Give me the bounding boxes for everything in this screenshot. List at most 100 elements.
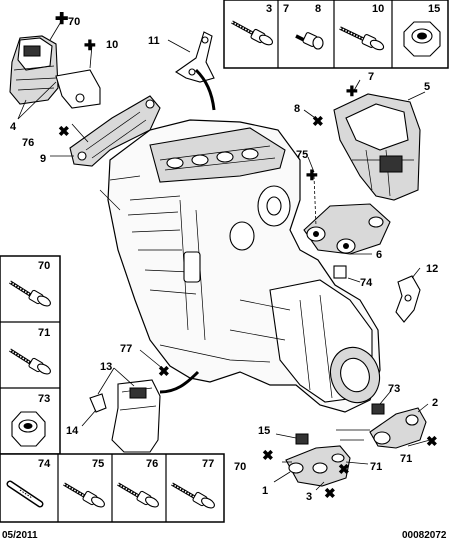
clip-part-14: [89, 393, 107, 413]
cross-marker-8: ✖: [312, 113, 324, 129]
top-fastener-panel: 3 7 8 10: [223, 0, 449, 69]
callout-labels: 70 10 11 4 76 9 7 5 8 75 6 74 12 77 13 1…: [10, 16, 438, 503]
callout-9: 9: [40, 153, 46, 165]
engine-mount-part-2: [369, 407, 427, 449]
svg-text:✖: ✖: [338, 461, 350, 477]
part-number-71: 71: [38, 327, 50, 339]
svg-text:✚: ✚: [84, 37, 96, 53]
svg-text:✚: ✚: [346, 83, 358, 99]
bolt-icon: [63, 482, 105, 508]
part-number-8: 8: [315, 3, 321, 15]
nut-part-73: [371, 403, 385, 415]
part-number-74: 74: [38, 458, 51, 470]
stud-icon: [6, 480, 44, 508]
svg-text:✖: ✖: [426, 433, 438, 449]
footer-date: 05/2011: [2, 530, 38, 541]
nut-part-15: [295, 433, 309, 445]
part-cell-75: 75: [63, 458, 105, 508]
part-cell-76: 76: [117, 458, 159, 508]
callout-1: 1: [262, 485, 268, 497]
callout-15: 15: [258, 425, 270, 437]
nut-flange-icon: [295, 32, 324, 50]
callout-71-mid: 71: [370, 461, 382, 473]
bolt-icon: [171, 482, 215, 509]
part-number-10: 10: [372, 3, 384, 15]
left-fastener-panel: 70 71 73: [0, 255, 61, 455]
callout-8: 8: [294, 103, 300, 115]
callout-70-bottom: 70: [234, 461, 246, 473]
bracket-part-12: [395, 275, 421, 323]
footer-reference: 00082072: [402, 530, 447, 541]
part-cell-73: 73: [11, 393, 50, 447]
bracket-part-10: [55, 69, 101, 109]
part-number-73: 73: [38, 393, 50, 405]
cross-marker-76: ✖: [58, 123, 70, 139]
part-number-70: 70: [38, 260, 50, 272]
callout-75: 75: [296, 149, 308, 161]
bracket-part-9: [69, 95, 161, 167]
heat-shield-part-13: [111, 379, 161, 453]
callout-77: 77: [120, 343, 132, 355]
hex-nut-icon: [403, 21, 441, 57]
fastener-cross-markers: ✚ ✚ ✖ ✚ ✖ ✚ ✖ ✖ ✖ ✖ ✖: [55, 11, 438, 501]
callout-13: 13: [100, 361, 112, 373]
callout-2: 2: [432, 397, 438, 409]
bottom-fastener-panel: 74 75 76: [0, 453, 225, 523]
part-cell-3: 3: [231, 3, 274, 46]
part-number-77: 77: [202, 458, 214, 470]
engine-mount-part-5: [333, 93, 421, 201]
callout-7: 7: [368, 71, 374, 83]
bolt-icon: [231, 20, 274, 46]
connector-shield-13: [159, 370, 200, 394]
cross-marker-77: ✖: [158, 363, 170, 379]
part-cell-77: 77: [171, 458, 215, 509]
cross-marker-71-right: ✖: [426, 433, 438, 449]
part-cell-15: 15: [403, 3, 441, 57]
hex-nut-icon: [11, 411, 46, 447]
bolt-icon: [9, 348, 51, 375]
callout-3: 3: [306, 491, 312, 503]
callout-70-top: 70: [68, 16, 80, 28]
bracket-part-1: [285, 445, 351, 487]
callout-10: 10: [106, 39, 118, 51]
bolt-icon: [9, 280, 51, 307]
callout-76: 76: [22, 137, 34, 149]
cross-marker-7: ✚: [346, 83, 358, 99]
part-cell-71: 71: [9, 327, 51, 375]
part-number-3: 3: [266, 3, 272, 15]
bracket-part-6: [303, 203, 391, 255]
part-number-7: 7: [283, 3, 289, 15]
callout-12: 12: [426, 263, 438, 275]
bolt-icon: [339, 26, 385, 51]
part-cell-7: 7: [283, 3, 324, 50]
callout-11: 11: [148, 35, 160, 47]
cross-marker-10: ✚: [84, 37, 96, 53]
callout-6: 6: [376, 249, 382, 261]
part-number-75: 75: [92, 458, 104, 470]
callout-73: 73: [388, 383, 400, 395]
engine-mount-part-4: [9, 35, 59, 105]
cross-marker-70-top: ✚: [55, 11, 68, 28]
svg-text:✚: ✚: [55, 11, 68, 28]
torque-arm-part-11: [174, 31, 215, 83]
connector-arm-11: [194, 68, 216, 111]
leader-lines: [17, 19, 431, 491]
bolt-icon: [117, 482, 159, 508]
callout-71-right: 71: [400, 453, 412, 465]
callout-4: 4: [10, 121, 17, 133]
callout-5: 5: [424, 81, 430, 93]
svg-text:✖: ✖: [262, 447, 274, 463]
part-number-15: 15: [428, 3, 440, 15]
svg-text:✖: ✖: [312, 113, 324, 129]
callout-74: 74: [360, 277, 373, 289]
svg-text:✖: ✖: [158, 363, 170, 379]
svg-text:✚: ✚: [306, 167, 318, 183]
part-cell-10: 10: [339, 3, 385, 51]
cross-marker-71-mid: ✖: [338, 461, 350, 477]
part-number-76: 76: [146, 458, 158, 470]
part-cell-74: 74: [6, 458, 51, 508]
part-cell-70: 70: [9, 260, 51, 307]
cross-marker-3: ✖: [324, 485, 336, 501]
stud-part-74: [333, 265, 347, 279]
